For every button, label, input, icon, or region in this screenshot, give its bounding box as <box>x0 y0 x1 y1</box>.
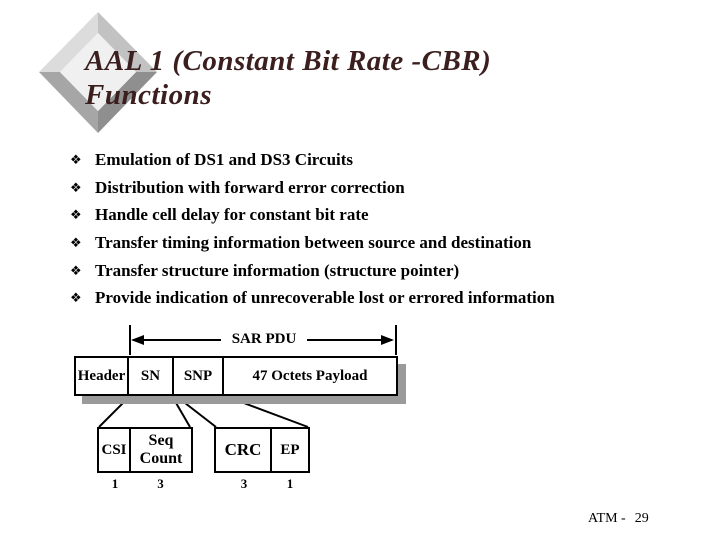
page-number: 29 <box>634 511 649 526</box>
cell-seq-count: Seq Count <box>139 432 183 467</box>
arrowhead-right-icon <box>381 335 394 345</box>
arrowhead-left-icon <box>131 335 144 345</box>
cell-csi: CSI <box>99 429 131 471</box>
crc-bit-count: 3 <box>240 476 248 491</box>
bullet-text: Emulation of DS1 and DS3 Circuits <box>95 150 354 169</box>
snp-detail-box: CRC EP <box>214 427 310 473</box>
cell-ep: EP <box>280 441 300 458</box>
bullet-text: Distribution with forward error correcti… <box>95 177 405 197</box>
bullet-item: ❖ Transfer structure information (struct… <box>70 260 670 282</box>
slide-title: AAL 1 (Constant Bit Rate -CBR) Functions <box>85 44 645 112</box>
bullet-list: ❖ Emulation of DS1 and DS3 Circuits ❖ Di… <box>70 151 670 317</box>
diamond-bullet-icon: ❖ <box>70 263 82 279</box>
cell-snp: SNP <box>174 358 224 394</box>
cell-crc: CRC <box>216 429 272 471</box>
diamond-bullet-icon: ❖ <box>70 208 82 224</box>
ep-bit-count: 1 <box>286 476 294 491</box>
seq-count-bit-count: 3 <box>157 476 164 491</box>
bullet-item: ❖ Distribution with forward error correc… <box>70 177 670 199</box>
title-line-1: AAL 1 (Constant Bit Rate -CBR) <box>85 45 492 77</box>
cell-header: Header <box>76 358 129 394</box>
bullet-item: ❖ Emulation of DS1 and DS3 Circuits <box>70 151 670 171</box>
footer-label: ATM - <box>588 511 626 526</box>
bullet-text: Transfer structure information (structur… <box>95 260 460 280</box>
bullet-text: Transfer timing information between sour… <box>95 233 532 253</box>
title-line-2: Functions <box>85 79 212 111</box>
cell-row: Header SN SNP 47 Octets Payload <box>74 356 398 396</box>
csi-bit-count: 1 <box>111 476 119 491</box>
sar-pdu-span-label: SAR PDU <box>223 330 305 349</box>
diamond-bullet-icon: ❖ <box>70 153 82 168</box>
diamond-bullet-icon: ❖ <box>70 180 82 196</box>
sn-detail-box: CSI Seq Count <box>97 427 193 473</box>
bullet-item: ❖ Handle cell delay for constant bit rat… <box>70 206 670 226</box>
bullet-item: ❖ Transfer timing information between so… <box>70 234 670 254</box>
diamond-bullet-icon: ❖ <box>70 236 82 252</box>
bullet-item: ❖ Provide indication of unrecoverable lo… <box>70 289 670 309</box>
bullet-text: Handle cell delay for constant bit rate <box>95 205 369 225</box>
diamond-bullet-icon: ❖ <box>70 291 82 307</box>
slide-footer: ATM - 29 <box>588 511 649 527</box>
cell-sn: SN <box>129 358 174 394</box>
cell-payload: 47 Octets Payload <box>252 367 368 384</box>
bullet-text: Provide indication of unrecoverable lost… <box>95 288 555 308</box>
diamond-logo-icon <box>39 12 157 133</box>
